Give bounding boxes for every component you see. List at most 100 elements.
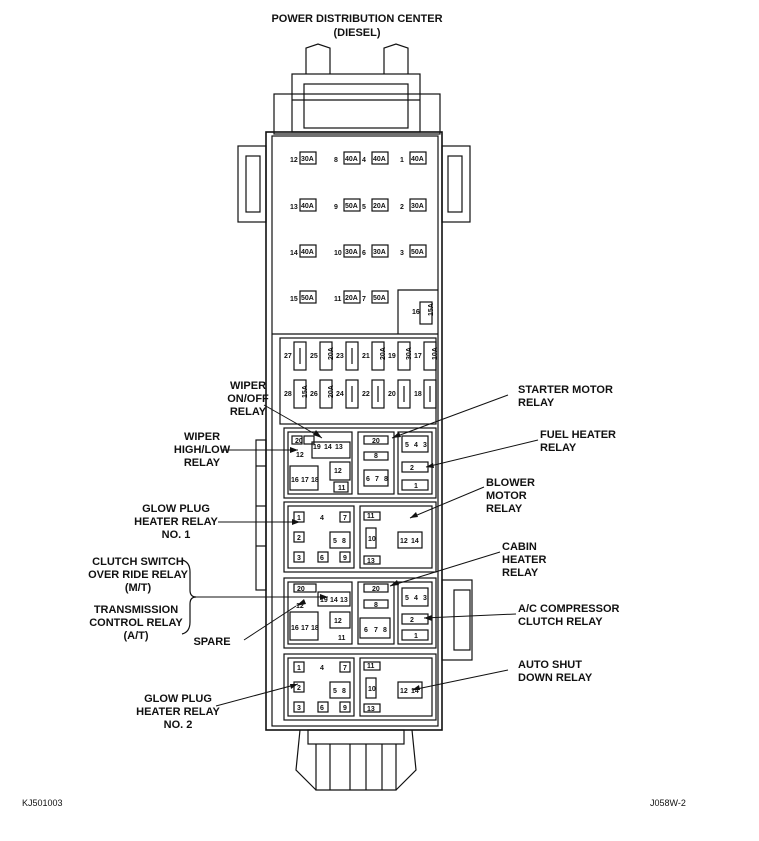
svg-text:11: 11 bbox=[334, 296, 342, 303]
svg-text:6: 6 bbox=[366, 476, 370, 483]
svg-text:8: 8 bbox=[383, 627, 387, 634]
svg-text:NO. 2: NO. 2 bbox=[164, 719, 193, 731]
svg-text:30A: 30A bbox=[301, 156, 314, 163]
svg-text:2: 2 bbox=[297, 685, 301, 692]
svg-text:RELAY: RELAY bbox=[184, 457, 221, 469]
svg-text:4: 4 bbox=[320, 665, 324, 672]
svg-text:50A: 50A bbox=[301, 295, 314, 302]
svg-text:12: 12 bbox=[334, 468, 342, 475]
svg-text:RELAY: RELAY bbox=[502, 567, 539, 579]
svg-text:9: 9 bbox=[334, 204, 338, 211]
mini-fuse-18: 18 bbox=[414, 379, 437, 409]
svg-text:11: 11 bbox=[338, 635, 346, 642]
mini-fuse-21: 21 20A bbox=[362, 341, 387, 371]
bottom-connector bbox=[295, 729, 417, 791]
svg-text:21: 21 bbox=[362, 353, 370, 360]
top-connector bbox=[291, 43, 421, 133]
svg-text:6: 6 bbox=[362, 250, 366, 257]
svg-text:1: 1 bbox=[400, 157, 404, 164]
fuse-16: 16 15A bbox=[412, 301, 435, 325]
svg-text:30A: 30A bbox=[345, 249, 358, 256]
svg-text:2: 2 bbox=[400, 204, 404, 211]
svg-text:18: 18 bbox=[414, 391, 422, 398]
fuse-1: 1 40A bbox=[400, 151, 427, 165]
svg-text:13: 13 bbox=[367, 558, 375, 565]
svg-text:9: 9 bbox=[343, 555, 347, 562]
svg-text:25: 25 bbox=[310, 353, 318, 360]
svg-text:5: 5 bbox=[362, 204, 366, 211]
svg-text:8: 8 bbox=[334, 157, 338, 164]
svg-text:12: 12 bbox=[334, 618, 342, 625]
leader-arrows bbox=[290, 430, 434, 690]
svg-text:HEATER: HEATER bbox=[502, 554, 546, 566]
svg-text:FUEL HEATER: FUEL HEATER bbox=[540, 429, 616, 441]
svg-text:1: 1 bbox=[297, 665, 301, 672]
svg-text:RELAY: RELAY bbox=[486, 503, 523, 515]
svg-text:15: 15 bbox=[290, 296, 298, 303]
svg-text:RELAY: RELAY bbox=[540, 442, 577, 454]
svg-text:12: 12 bbox=[296, 603, 304, 610]
svg-text:13: 13 bbox=[340, 597, 348, 604]
svg-text:18: 18 bbox=[311, 625, 319, 632]
svg-text:3: 3 bbox=[423, 442, 427, 449]
svg-text:30A: 30A bbox=[406, 347, 413, 360]
svg-text:1: 1 bbox=[414, 483, 418, 490]
bracket-brace bbox=[181, 559, 197, 635]
mini-fuse-22: 22 bbox=[362, 379, 385, 409]
svg-text:40A: 40A bbox=[411, 156, 424, 163]
svg-text:4: 4 bbox=[414, 595, 418, 602]
svg-text:HIGH/LOW: HIGH/LOW bbox=[174, 444, 231, 456]
svg-text:8: 8 bbox=[342, 538, 346, 545]
svg-text:14: 14 bbox=[411, 688, 419, 695]
svg-text:11: 11 bbox=[367, 663, 375, 670]
svg-text:CABIN: CABIN bbox=[502, 541, 537, 553]
svg-text:10A: 10A bbox=[432, 347, 439, 360]
svg-text:17: 17 bbox=[414, 353, 422, 360]
side-latches bbox=[237, 145, 473, 661]
svg-text:40A: 40A bbox=[345, 156, 358, 163]
svg-text:13: 13 bbox=[335, 444, 343, 451]
svg-text:12: 12 bbox=[400, 688, 408, 695]
relay-block-4 bbox=[283, 653, 437, 721]
svg-text:TRANSMISSION: TRANSMISSION bbox=[94, 604, 178, 616]
svg-text:20: 20 bbox=[372, 438, 380, 445]
svg-text:20A: 20A bbox=[380, 347, 387, 360]
svg-text:5: 5 bbox=[405, 442, 409, 449]
mini-fuse-17: 17 10A bbox=[414, 341, 439, 371]
svg-text:(M/T): (M/T) bbox=[125, 582, 152, 594]
svg-text:7: 7 bbox=[343, 515, 347, 522]
svg-text:50A: 50A bbox=[345, 203, 358, 210]
svg-text:MOTOR: MOTOR bbox=[486, 490, 527, 502]
svg-text:23: 23 bbox=[336, 353, 344, 360]
svg-text:13: 13 bbox=[367, 706, 375, 713]
svg-text:3: 3 bbox=[297, 555, 301, 562]
svg-text:15A: 15A bbox=[302, 385, 309, 398]
mini-fuse-20: 20 bbox=[388, 379, 411, 409]
relay-block-1 bbox=[283, 427, 437, 499]
mini-fuse-23: 23 bbox=[336, 341, 359, 371]
svg-text:DOWN RELAY: DOWN RELAY bbox=[518, 672, 593, 684]
svg-text:12: 12 bbox=[296, 452, 304, 459]
svg-text:7: 7 bbox=[375, 476, 379, 483]
fuse-9: 9 50A bbox=[334, 198, 361, 212]
svg-text:22: 22 bbox=[362, 391, 370, 398]
svg-text:20A: 20A bbox=[328, 347, 335, 360]
